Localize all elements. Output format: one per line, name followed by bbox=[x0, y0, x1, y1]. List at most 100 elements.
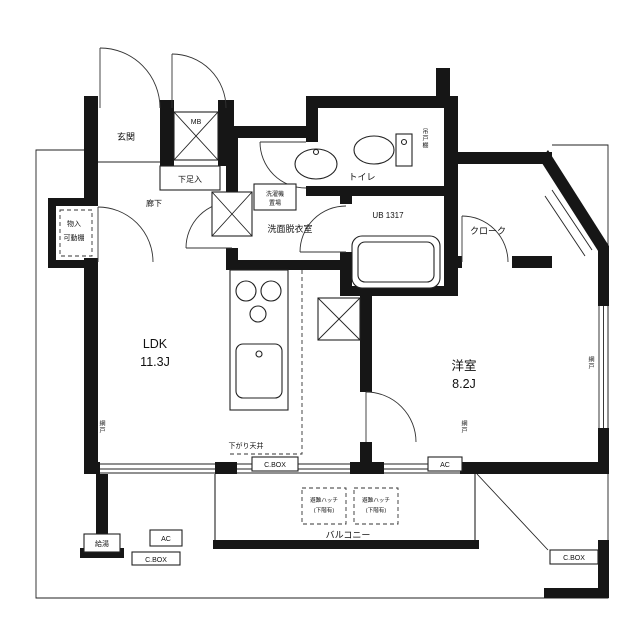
wall-segment bbox=[84, 462, 100, 474]
western-room-door-arc bbox=[365, 391, 417, 443]
wall-segment bbox=[444, 96, 458, 296]
wall-segment bbox=[160, 100, 174, 166]
pipe-space-box bbox=[317, 297, 361, 341]
label-washer-2: 置場 bbox=[269, 199, 281, 207]
label-western-1: 洋室 bbox=[451, 358, 476, 373]
toilet-fixture bbox=[353, 133, 413, 167]
label-screen-mid: 網戸 bbox=[460, 419, 467, 434]
washer-label-box bbox=[253, 183, 297, 211]
bathtub bbox=[351, 235, 441, 289]
vanity-sink bbox=[294, 148, 338, 180]
label-storage-2: 可動棚 bbox=[64, 233, 85, 242]
service-diagonal-line bbox=[476, 473, 549, 551]
wall-segment bbox=[226, 126, 238, 200]
wall-segment bbox=[340, 252, 352, 296]
evac-hatch-box-b bbox=[353, 487, 399, 525]
wall-segment bbox=[436, 68, 450, 100]
wall-segment bbox=[598, 540, 609, 598]
wall-segment bbox=[80, 548, 124, 558]
label-screen-right: 網戸 bbox=[587, 355, 594, 370]
wall-segment bbox=[360, 286, 372, 392]
label-ldk-2: 11.3J bbox=[140, 355, 170, 369]
wall-segment bbox=[340, 186, 352, 204]
wall-segment bbox=[48, 260, 98, 268]
ac-balcony-box bbox=[427, 456, 463, 472]
label-balcony: バルコニー bbox=[326, 530, 371, 540]
wall-segment bbox=[215, 462, 237, 474]
label-mb: MB bbox=[191, 119, 202, 126]
ldk-door-arc bbox=[97, 206, 154, 263]
meter-box bbox=[173, 111, 219, 161]
walls bbox=[48, 68, 609, 598]
label-genkan: 玄関 bbox=[117, 131, 135, 142]
evac-hatch-box-a bbox=[301, 487, 347, 525]
label-ac-balcony: AC bbox=[440, 462, 450, 469]
label-hatch-a2: (下階有) bbox=[314, 506, 335, 514]
dropped-ceiling-dashed bbox=[230, 270, 303, 455]
label-cbox-right: C.BOX bbox=[563, 555, 585, 562]
doors bbox=[97, 47, 509, 443]
wall-segment bbox=[226, 260, 352, 270]
window-diagonal bbox=[544, 189, 593, 257]
wall-segment bbox=[84, 96, 98, 206]
site-boundary-line bbox=[35, 144, 609, 599]
label-cbox-balcony: C.BOX bbox=[264, 462, 286, 469]
label-bath: UB 1317 bbox=[372, 211, 404, 220]
storage-shelf-dashed bbox=[59, 209, 93, 257]
shoe-box bbox=[159, 165, 221, 191]
wall-segment bbox=[306, 186, 456, 196]
cbox-left-box bbox=[131, 551, 181, 566]
label-toilet: トイレ bbox=[348, 172, 375, 182]
kitchen-sink bbox=[235, 343, 283, 399]
kitchen-counter bbox=[229, 269, 289, 411]
stove-burner bbox=[260, 280, 282, 302]
washing-machine-pan bbox=[211, 191, 253, 237]
wall-segment bbox=[512, 256, 552, 268]
wall-segment bbox=[340, 286, 458, 296]
wall-segment bbox=[448, 256, 462, 268]
mb-door-arc bbox=[171, 53, 227, 109]
label-hatch-b1: 避難ハッチ bbox=[362, 496, 390, 504]
cbox-right-box bbox=[549, 549, 599, 565]
wall-segment bbox=[460, 462, 609, 474]
wall-segment bbox=[48, 198, 56, 268]
wall-segment bbox=[544, 588, 609, 598]
wall-segment bbox=[598, 428, 609, 474]
window-right-wall bbox=[598, 306, 609, 428]
label-dropped-ceiling: 下がり天井 bbox=[229, 441, 264, 450]
label-cloak: クローク bbox=[470, 226, 506, 236]
ac-left-box bbox=[149, 529, 183, 547]
label-hatch-a1: 避難ハッチ bbox=[310, 496, 338, 504]
toilet-door-arc bbox=[259, 141, 307, 189]
label-washer-1: 洗濯機 bbox=[266, 190, 284, 198]
stove-burner bbox=[249, 305, 267, 323]
wall-segment bbox=[48, 198, 98, 206]
label-hatch-b2: (下階有) bbox=[366, 506, 387, 514]
label-hallway: 廊下 bbox=[146, 198, 162, 208]
label-water-heater: 給湯 bbox=[95, 539, 109, 548]
label-washroom: 洗面脱衣室 bbox=[267, 223, 312, 234]
window-ldk-left bbox=[100, 463, 215, 474]
cloak-door-arc bbox=[461, 215, 509, 263]
wall-segment bbox=[448, 152, 552, 164]
wall-segment bbox=[226, 126, 312, 138]
wall-segment bbox=[84, 258, 98, 464]
water-heater-box bbox=[83, 533, 121, 553]
label-hanging-cabinet: 吊戸棚 bbox=[421, 128, 428, 149]
wall-diagonal bbox=[540, 150, 609, 254]
balcony-rail bbox=[213, 540, 479, 549]
bath-door-arc bbox=[299, 205, 347, 253]
wall-segment bbox=[312, 96, 448, 108]
label-screen-left: 網戸 bbox=[98, 419, 105, 434]
cbox-balcony-box bbox=[251, 456, 299, 472]
entrance-door-arc bbox=[99, 47, 161, 109]
wall-segment bbox=[598, 246, 609, 306]
label-storage-1: 物入 bbox=[67, 219, 81, 228]
label-cbox-left: C.BOX bbox=[145, 557, 167, 564]
wall-segment bbox=[350, 462, 384, 474]
label-ac-left: AC bbox=[161, 536, 171, 543]
label-ldk-1: LDK bbox=[143, 337, 168, 351]
label-western-2: 8.2J bbox=[452, 377, 476, 391]
